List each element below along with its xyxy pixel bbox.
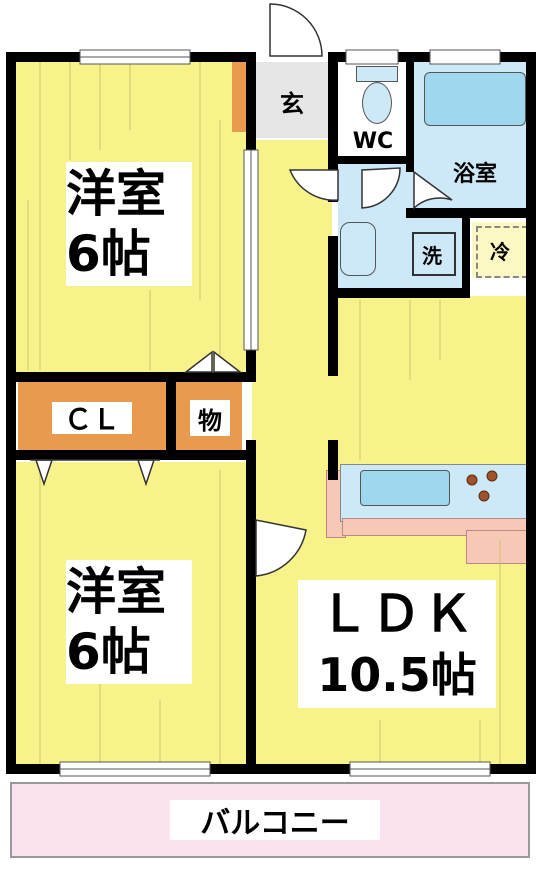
western-top-label: 洋室 6帖 [66,162,192,286]
western-top-name: 洋室 [66,165,166,223]
kitchen-side [466,530,530,564]
entrance-shoe-box [232,62,246,132]
sink [360,470,450,506]
western-top-size: 6帖 [66,225,151,283]
entrance-label: 玄 [280,89,304,118]
washer-label: 洗 [422,243,442,268]
toilet-label: WC [342,128,404,154]
bathtub [424,72,526,126]
western-bottom-name: 洋室 [66,563,166,621]
ldk-label: ＬＤＫ 10.5帖 [298,580,496,708]
bath-label: 浴室 [452,162,497,187]
western-bottom-size: 6帖 [66,623,151,681]
fridge-space [472,222,528,278]
washer-box [412,232,456,276]
closet-label: ＣＬ [52,402,132,436]
entrance-floor [256,62,328,138]
wash-basin [340,222,376,276]
western-bottom-label: 洋室 6帖 [66,560,192,684]
balcony-label: バルコニー [170,800,380,841]
ldk-size: 10.5帖 [317,648,477,702]
toilet-bowl [356,66,398,126]
ldk-name: ＬＤＫ [319,585,475,643]
fridge-label: 冷 [490,239,510,264]
storage-label: 物 [190,400,230,436]
